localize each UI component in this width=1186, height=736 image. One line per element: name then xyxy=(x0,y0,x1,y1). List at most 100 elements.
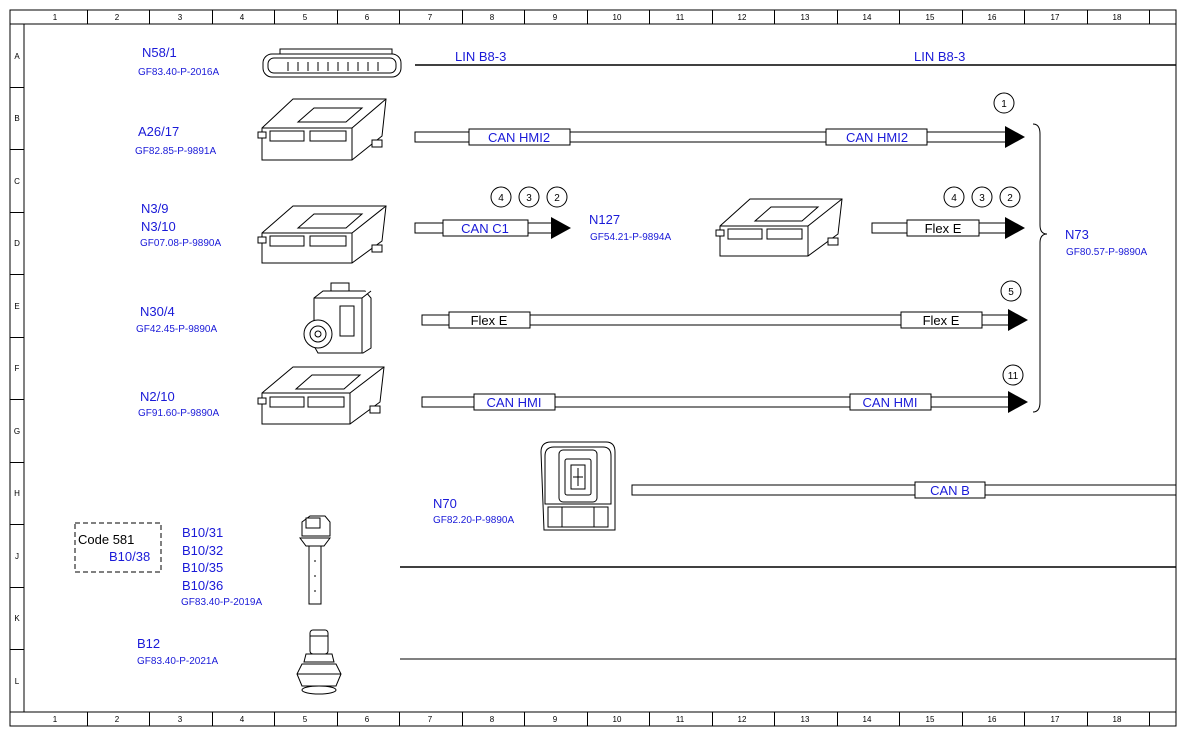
flex-e-bus xyxy=(421,309,1028,331)
n3-9-label: N3/9 xyxy=(141,201,168,216)
n30-4-reference: GF42.45-P-9890A xyxy=(136,324,217,335)
n70-reference: GF82.20-P-9890A xyxy=(433,515,514,526)
col-label: 9 xyxy=(553,13,558,22)
n73-label: N73 xyxy=(1065,227,1089,242)
n127-label: N127 xyxy=(589,212,620,227)
n58-1-reference: GF83.40-P-2016A xyxy=(138,67,219,78)
flex-e-n127-label: Flex E xyxy=(925,221,962,236)
code-581-label: Code 581 xyxy=(78,532,134,547)
marker-number: 1 xyxy=(1001,99,1007,110)
can-c1-arrow xyxy=(551,217,571,239)
n73-reference: GF80.57-P-9890A xyxy=(1066,247,1147,258)
row-label: D xyxy=(14,239,20,248)
flex-e-n127-bus xyxy=(871,217,1025,239)
col-label: 18 xyxy=(1113,13,1122,22)
col-label: 10 xyxy=(613,13,622,22)
can-hmi-label-box-left xyxy=(473,393,556,411)
col-label: 17 xyxy=(1051,715,1060,724)
b12-pressure-sensor xyxy=(296,629,342,695)
can-hmi2-label-left: CAN HMI2 xyxy=(488,130,550,145)
a26-17-reference: GF82.85-P-9891A xyxy=(135,146,216,157)
col-label: 15 xyxy=(926,13,935,22)
n127-control-unit xyxy=(715,198,843,257)
a26-17-control-unit xyxy=(257,98,387,161)
code-581-box xyxy=(74,522,162,573)
grid-column-labels-bottom: 1 2 3 4 5 6 7 8 9 10 11 12 13 14 15 16 1… xyxy=(53,715,1122,724)
marker-number: 2 xyxy=(554,193,560,204)
can-hmi2-label-box-right xyxy=(825,128,928,146)
col-label: 3 xyxy=(178,715,183,724)
flex-e-arrow xyxy=(1008,309,1028,331)
row-label: E xyxy=(14,302,19,311)
can-b-label: CAN B xyxy=(930,483,970,498)
can-hmi-arrow xyxy=(1008,391,1028,413)
can-hmi-label-left: CAN HMI xyxy=(487,395,542,410)
col-label: 11 xyxy=(676,13,685,22)
can-c1-bus xyxy=(414,217,571,239)
flex-e-n127-label-box xyxy=(906,219,980,237)
flex-e-label-box-left xyxy=(448,311,531,329)
b10-31-label: B10/31 xyxy=(182,525,223,540)
marker-circle: 3 xyxy=(971,186,993,208)
marker-circle: 2 xyxy=(999,186,1021,208)
row-label: A xyxy=(14,52,20,61)
col-label: 11 xyxy=(676,715,685,724)
col-label: 17 xyxy=(1051,13,1060,22)
col-label: 7 xyxy=(428,715,433,724)
marker-number: 5 xyxy=(1008,287,1014,298)
can-b-bus xyxy=(631,481,1177,499)
b12-label: B12 xyxy=(137,636,160,651)
row-label: F xyxy=(15,364,20,373)
b10-level-sensor xyxy=(299,515,331,605)
n70-label: N70 xyxy=(433,496,457,511)
n2-10-label: N2/10 xyxy=(140,389,175,404)
lin-bus-label-left: LIN B8-3 xyxy=(455,49,506,64)
col-label: 12 xyxy=(738,715,747,724)
n2-10-reference: GF91.60-P-9890A xyxy=(138,408,219,419)
marker-number: 3 xyxy=(979,193,985,204)
col-label: 14 xyxy=(863,715,872,724)
grid-column-labels-top: 1 2 3 4 5 6 7 8 9 10 11 12 13 14 15 16 1… xyxy=(53,13,1122,22)
marker-circle: 11 xyxy=(1002,364,1024,386)
can-hmi-label-right: CAN HMI xyxy=(863,395,918,410)
col-label: 13 xyxy=(801,13,810,22)
n58-1-switch-panel xyxy=(262,48,402,78)
col-label: 13 xyxy=(801,715,810,724)
marker-circle: 3 xyxy=(518,186,540,208)
b10-35-label: B10/35 xyxy=(182,560,223,575)
b12-reference: GF83.40-P-2021A xyxy=(137,656,218,667)
n3-control-unit xyxy=(257,205,387,264)
n3-9-reference: GF07.08-P-9890A xyxy=(140,238,221,249)
col-label: 2 xyxy=(115,13,120,22)
row-label: K xyxy=(14,614,20,623)
can-c1-label-box xyxy=(442,219,529,237)
flex-e-label-left: Flex E xyxy=(471,313,508,328)
row-dividers xyxy=(10,87,24,650)
grid-row-labels: A B C D E F G H J K L xyxy=(14,52,20,686)
marker-number: 11 xyxy=(1008,371,1019,382)
can-b-label-box xyxy=(914,481,986,499)
b10-36-label: B10/36 xyxy=(182,578,223,593)
row-label: C xyxy=(14,177,20,186)
row-label: H xyxy=(14,489,20,498)
n127-reference: GF54.21-P-9894A xyxy=(590,232,671,243)
marker-circle: 2 xyxy=(546,186,568,208)
can-c1-label: CAN C1 xyxy=(461,221,509,236)
n70-overhead-control-panel xyxy=(540,441,616,531)
col-label: 6 xyxy=(365,13,370,22)
row-label: J xyxy=(15,552,19,561)
col-label: 6 xyxy=(365,715,370,724)
col-label: 4 xyxy=(240,715,245,724)
a26-17-label: A26/17 xyxy=(138,124,179,139)
lin-bus-label-right: LIN B8-3 xyxy=(914,49,965,64)
col-label: 4 xyxy=(240,13,245,22)
b10-32-label: B10/32 xyxy=(182,543,223,558)
marker-number: 2 xyxy=(1007,193,1013,204)
col-label: 5 xyxy=(303,13,308,22)
col-label: 8 xyxy=(490,715,495,724)
n30-4-label: N30/4 xyxy=(140,304,175,319)
column-dividers xyxy=(87,10,1150,726)
b10-38-label: B10/38 xyxy=(109,549,150,564)
can-hmi2-bus xyxy=(414,126,1025,148)
col-label: 1 xyxy=(53,13,58,22)
